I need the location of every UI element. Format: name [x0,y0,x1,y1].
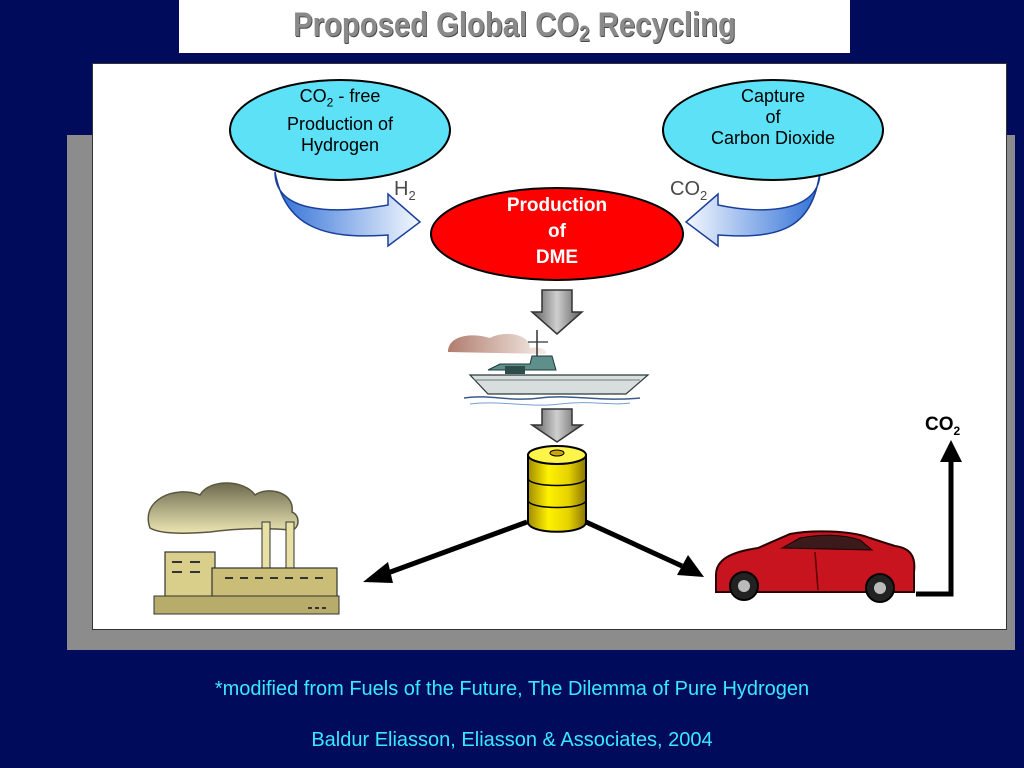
plant-smoke [147,482,299,534]
capture-line-1: Capture [740,86,806,106]
dme-barrel-illustration [527,445,587,533]
footnote-source: *modified from Fuels of the Future, The … [214,678,810,700]
sea-waves-2 [469,402,631,406]
car-hubcap-front [738,580,750,592]
node-hydrogen-production [229,79,451,181]
h2-text: H [394,178,409,200]
ship-smoke-cloud [448,333,547,354]
ship-deck-block [505,366,525,374]
arrow-to-power-plant [384,519,528,577]
down-arrow-to-ship [530,289,584,335]
edge-label-h2: H2 [394,178,416,203]
flow-arrow-hydrogen [274,171,422,248]
arrow-head-car [677,555,704,577]
emission-arrow [916,458,954,597]
flow-arrow-co2 [684,171,821,248]
slide-title: Proposed Global CO2 Recycling [226,6,803,47]
title-main: Proposed Global CO [293,6,580,44]
hydrogen-line-1: CO2 - free [240,86,440,114]
power-plant-illustration [147,482,340,615]
co2-subscript: 2 [700,188,708,203]
node-dme-label: Production of DME [457,193,657,271]
emission-arrow-head [940,440,962,462]
plant-chimney-1 [261,521,271,573]
hydrogen-line-3: Hydrogen [300,134,380,155]
dme-line-2: of [548,221,566,242]
edge-label-co2: CO2 [670,178,707,203]
car-hubcap-rear [874,582,886,594]
sea-waves [463,396,641,400]
hydrogen-free-text: - free [333,86,381,106]
plant-chimney-2 [285,521,295,573]
car-door-line [814,551,819,591]
hydrogen-co-text: CO [299,86,327,106]
title-box: Proposed Global CO2 Recycling [179,0,850,53]
ship-hull [468,374,650,395]
co2-emission-text: CO [925,414,954,435]
node-carbon-capture [662,79,884,181]
edge-label-co2-emission: CO2 [925,414,960,438]
node-dme-production [430,187,684,281]
arrow-to-car [584,519,684,569]
arrow-head-power-plant [363,562,393,583]
dme-line-3: DME [535,247,579,268]
down-arrow-to-barrel [529,408,585,443]
capture-line-3: Carbon Dioxide [710,128,836,148]
h2-subscript: 2 [408,188,416,203]
barrel-cap [549,449,565,457]
red-car-illustration [715,530,916,603]
node-hydrogen-label: CO2 - free Production of Hydrogen [240,86,440,156]
barrel-rib-1 [527,477,587,487]
co2-emission-subscript: 2 [953,423,961,438]
car-windows [780,534,874,551]
node-capture-label: Capture of Carbon Dioxide [673,86,873,149]
hydrogen-line-2: Production of [286,113,394,134]
footnote-author: Baldur Eliasson, Eliasson & Associates, … [311,729,713,751]
title-rest: Recycling [589,6,736,44]
plant-windows [172,561,326,609]
co2-text: CO [670,178,700,200]
hydrogen-co-subscript: 2 [326,95,334,110]
dme-line-1: Production [506,195,608,216]
tanker-ship-illustration [448,330,650,406]
capture-line-2: of [765,107,781,127]
barrel-rib-2 [527,499,587,509]
barrel-body [527,454,587,533]
plant-base [153,595,340,615]
title-subscript: 2 [579,21,590,46]
